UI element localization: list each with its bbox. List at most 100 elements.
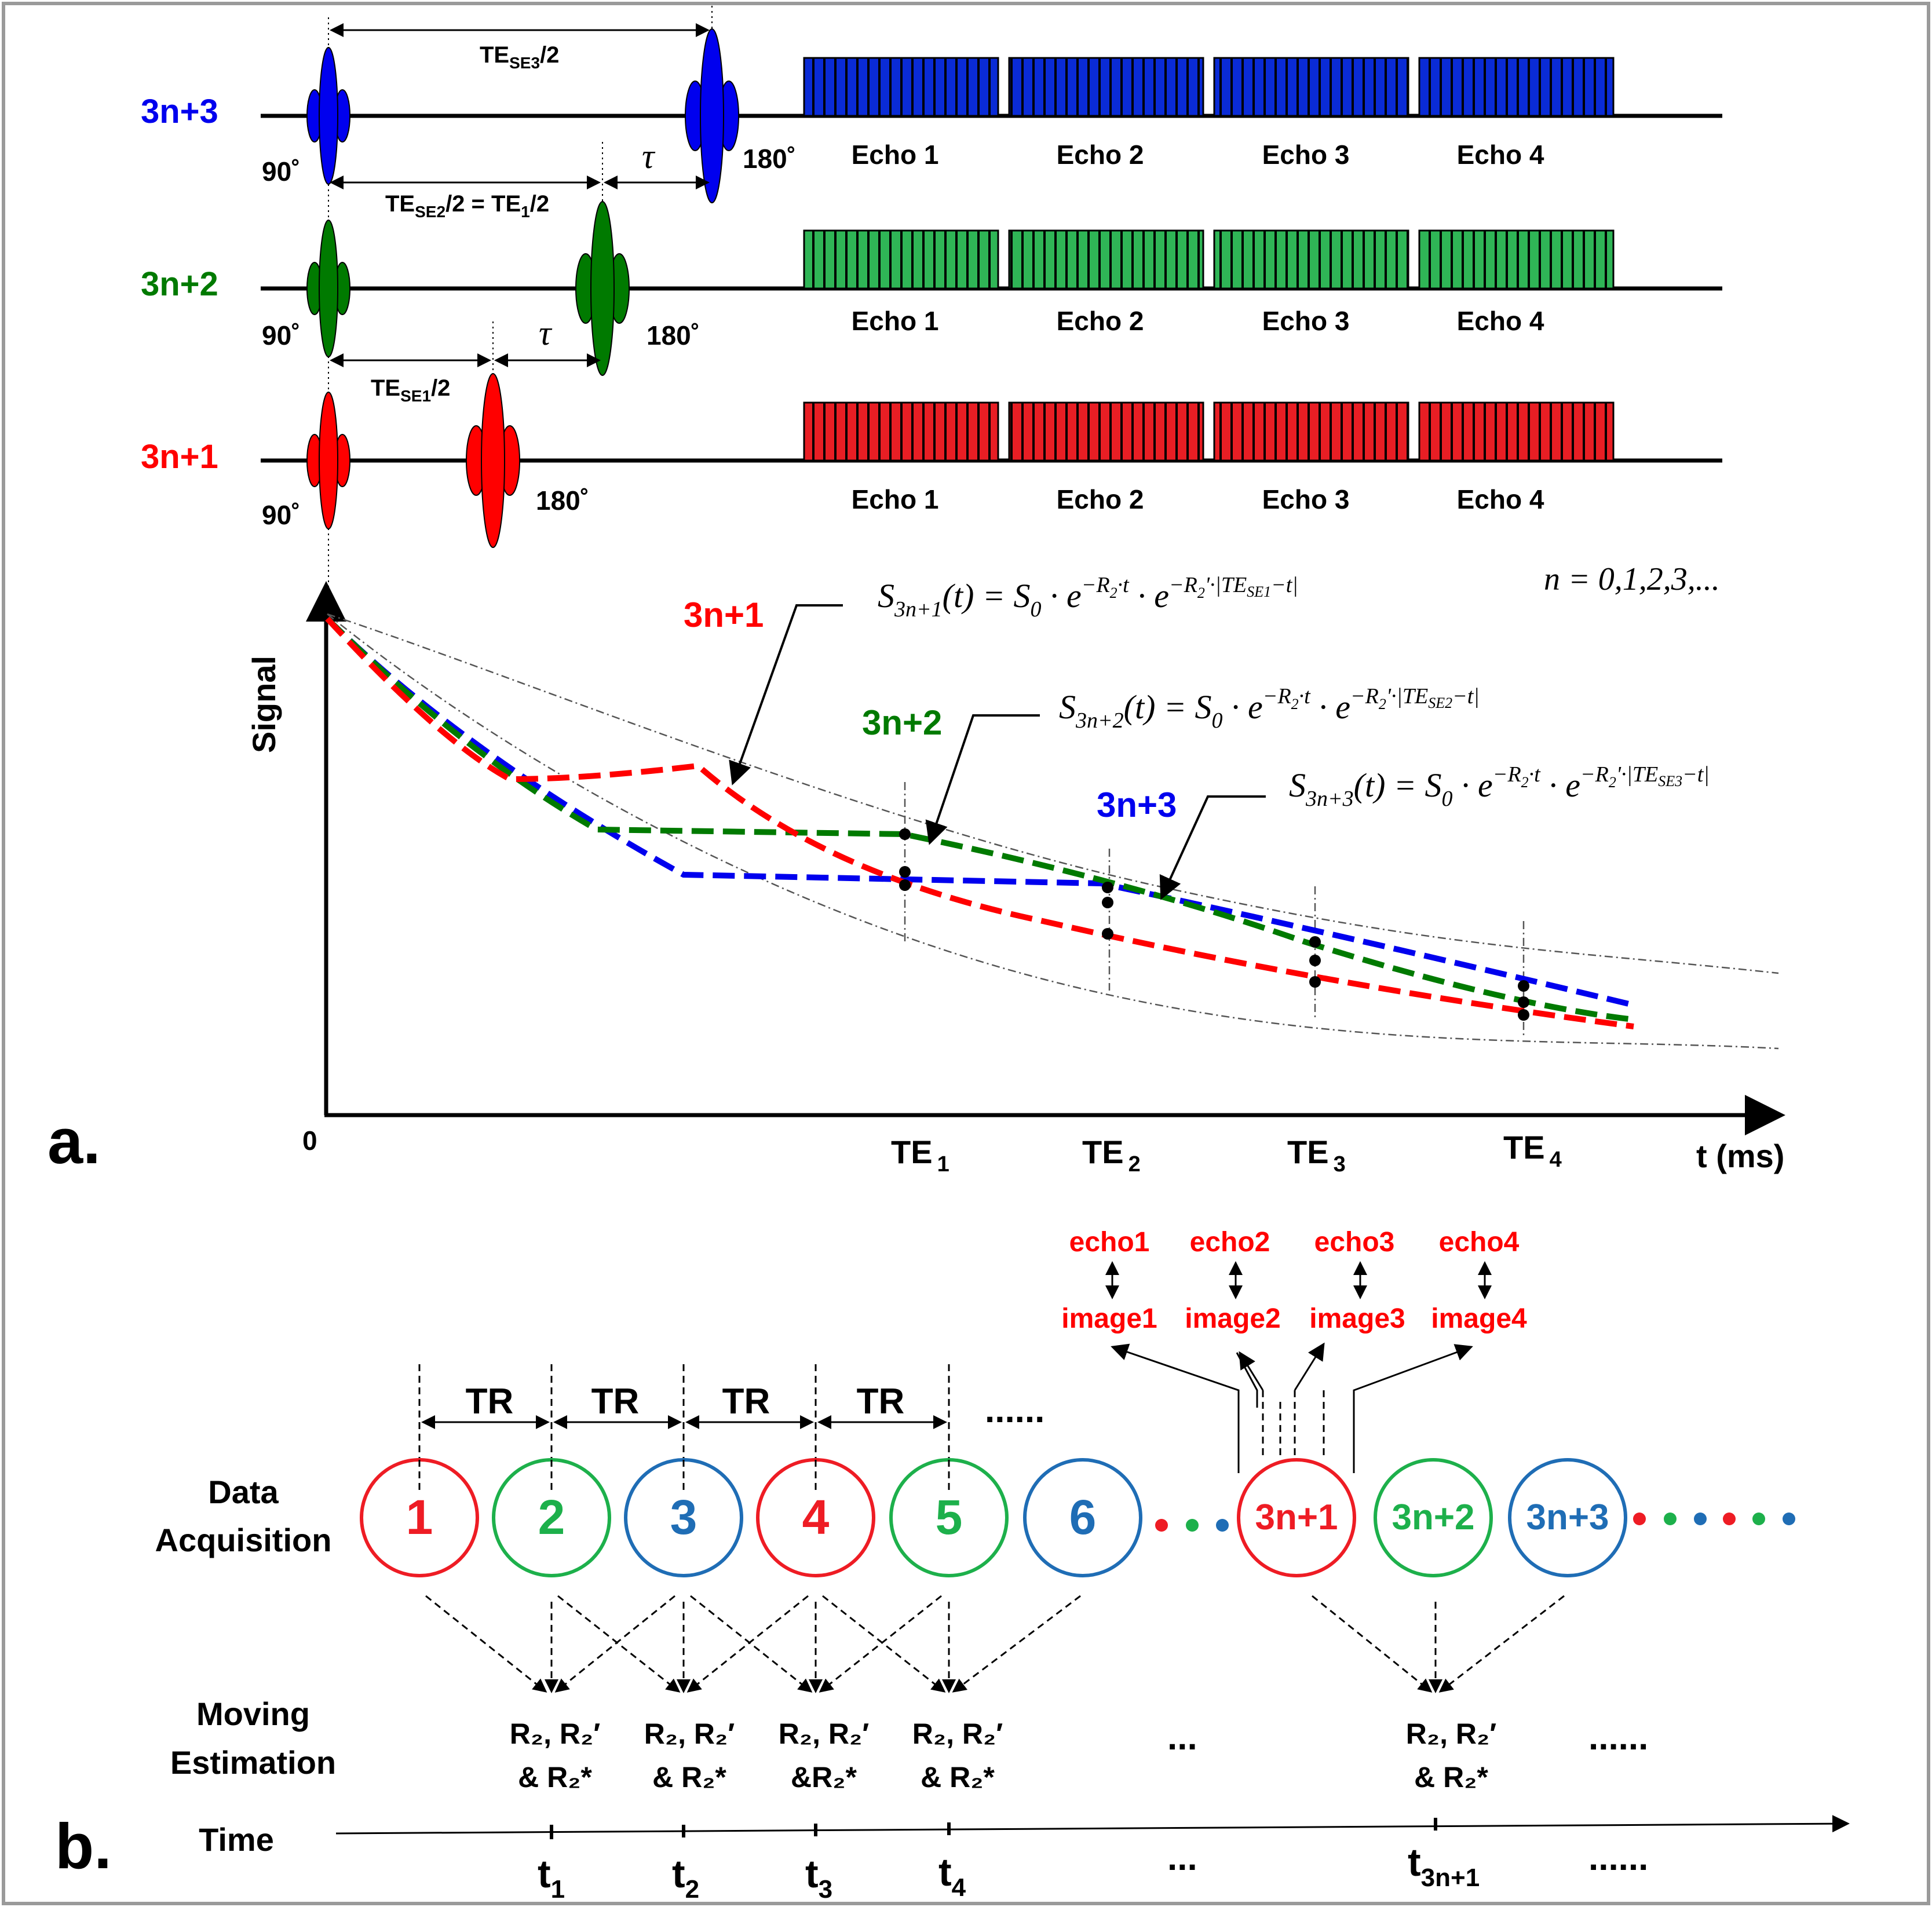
time-tick-t1: t1	[538, 1852, 565, 1904]
estimate-line1: R₂, R₂′	[510, 1718, 600, 1750]
tr-ticks-inner	[418, 1460, 950, 1495]
echo-label: Echo 4	[1457, 484, 1544, 514]
echo3-label: echo3	[1314, 1227, 1395, 1258]
pulse-180-green	[575, 201, 630, 376]
acquisition-circles	[360, 1458, 1627, 1577]
pulse-180-blue	[685, 28, 739, 203]
time-tick-t3n+1: t3n+1	[1408, 1840, 1480, 1892]
x-axis-label: t (ms)	[1696, 1138, 1784, 1174]
estimate-line1: R₂, R₂′	[644, 1718, 735, 1750]
acq-circle-6	[1023, 1458, 1142, 1577]
tr-label: TR	[466, 1382, 514, 1422]
moving-estimation-line2: Estimation	[170, 1744, 336, 1781]
time-ellipsis-long: ......	[1588, 1838, 1648, 1878]
time-tick-t4: t4	[938, 1850, 966, 1902]
estimate-line2: & R₂*	[652, 1761, 726, 1793]
equation-3n+3: S3n+3(t) = S0 · e−R2·t · e−R2'·|TESE3−t|	[1289, 762, 1710, 811]
image2-label: image2	[1185, 1303, 1280, 1334]
data-acquisition-line2: Acquisition	[155, 1522, 332, 1558]
echo-label: Echo 3	[1262, 140, 1350, 170]
acq-label-1: 1	[406, 1490, 433, 1544]
acq-label-6: 6	[1069, 1490, 1097, 1544]
tau-label-green: τ	[539, 314, 553, 352]
tau-label-blue: τ	[642, 137, 656, 176]
moving-estimation-line1: Moving	[196, 1696, 310, 1732]
echo-sample-dots	[899, 828, 1529, 1021]
time-axis	[335, 1815, 1850, 1835]
estimation-ellipsis-short: ...	[1167, 1718, 1197, 1758]
echo-label: Echo 2	[1057, 306, 1144, 336]
te-se2-label: TESE2/2 = TE1/2	[385, 191, 549, 221]
estimate-labels: R₂, R₂′ & R₂* R₂, R₂′ & R₂* R₂, R₂′ &R₂*…	[510, 1718, 1496, 1793]
image3-label: image3	[1309, 1303, 1405, 1334]
curve-3n+1	[325, 616, 1634, 1029]
time-ticks	[550, 1818, 1437, 1839]
row-labels-b: Data Acquisition Moving Estimation Time	[155, 1474, 337, 1858]
tr-continuation-dots: ......	[985, 1390, 1044, 1430]
image-fan-lines	[1111, 1342, 1473, 1473]
te-se3-label: TESE3/2	[480, 42, 559, 72]
echo-label: Echo 1	[852, 484, 939, 514]
echo-label: Echo 4	[1457, 306, 1544, 336]
pulse-180-red	[466, 373, 520, 548]
envelope-upper	[327, 613, 1779, 974]
echo-image-pairs: echo1 echo2 echo3 echo4 image1 image2 im…	[1061, 1227, 1527, 1334]
estimate-line1: R₂, R₂′	[779, 1718, 869, 1750]
echo1-label: echo1	[1069, 1227, 1150, 1258]
acq-label-4: 4	[802, 1490, 830, 1544]
pulse-90-label-red: 90˚	[262, 500, 300, 530]
echo-blocks-3n+3	[803, 57, 1615, 117]
sequence-dots	[1155, 1513, 1795, 1532]
acquisition-circle-labels: 1 2 3 4 5 6 3n+1 3n+2 3n+3	[406, 1490, 1609, 1544]
leader-3n+1	[729, 604, 843, 786]
svg-text:S3n+2(t) = S0 · e−R2·t · e−R2': S3n+2(t) = S0 · e−R2·t · e−R2'·|TESE2−t|	[1059, 684, 1480, 733]
tr-label: TR	[591, 1382, 640, 1422]
echo-label: Echo 4	[1457, 140, 1544, 170]
row-label-3n+1: 3n+1	[141, 438, 218, 476]
echo-blocks-3n+1	[803, 401, 1615, 462]
svg-text:S3n+1(t) = S0 · e−R2·t · e−R2': S3n+1(t) = S0 · e−R2·t · e−R2'·|TESE1−t|	[878, 573, 1298, 622]
pulse-sequence-group: 3n+3 3n+2 3n+1 90˚ 180˚ 90˚ 180˚ 90˚ 180…	[141, 6, 1722, 608]
pulse-90-blue	[306, 47, 350, 185]
estimate-line2: & R₂*	[921, 1761, 995, 1793]
equation-3n+2: S3n+2(t) = S0 · e−R2·t · e−R2'·|TESE2−t|	[1059, 684, 1480, 733]
pulse-90-red	[306, 392, 350, 529]
echo-blocks-3n+2	[803, 229, 1615, 290]
time-tick-t2: t2	[672, 1852, 699, 1904]
acq-label-5: 5	[936, 1490, 963, 1544]
estimation-ellipsis-long: ......	[1588, 1718, 1648, 1758]
leader-3n+2	[925, 714, 1040, 845]
echo4-label: echo4	[1439, 1227, 1520, 1258]
image4-label: image4	[1431, 1303, 1527, 1334]
equation-3n+1: S3n+1(t) = S0 · e−R2·t · e−R2'·|TESE1−t|	[878, 573, 1298, 622]
acq-label-3n+2: 3n+2	[1392, 1497, 1474, 1537]
image-fan-dashes	[1262, 1390, 1325, 1460]
y-axis-label: Signal	[246, 656, 282, 753]
estimate-line2: &R₂*	[791, 1761, 857, 1793]
n-definition: n = 0,1,2,3,...	[1544, 561, 1720, 597]
echo-label: Echo 1	[852, 306, 939, 336]
estimation-arrows	[425, 1595, 1565, 1693]
pulse-180-label-green: 180˚	[647, 320, 700, 350]
estimate-line1: R₂, R₂′	[912, 1718, 1003, 1750]
tr-label: TR	[857, 1382, 905, 1422]
tr-label: TR	[722, 1382, 770, 1422]
estimate-line1: R₂, R₂′	[1406, 1718, 1496, 1750]
data-acquisition-line1: Data	[208, 1474, 279, 1510]
pulse-90-label-green: 90˚	[262, 320, 300, 350]
echo-label: Echo 2	[1057, 484, 1144, 514]
echo2-label: echo2	[1190, 1227, 1270, 1258]
time-tick-labels: t1 t2 t3 t4 t3n+1	[538, 1840, 1480, 1904]
leader-3n+3	[1159, 795, 1266, 900]
time-tick-t3: t3	[805, 1852, 832, 1904]
acq-circle-3n+2	[1374, 1458, 1493, 1577]
pulse-180-label-red: 180˚	[536, 485, 589, 516]
echo-label: Echo 3	[1262, 484, 1350, 514]
curve-label-3n+2: 3n+2	[862, 703, 942, 742]
